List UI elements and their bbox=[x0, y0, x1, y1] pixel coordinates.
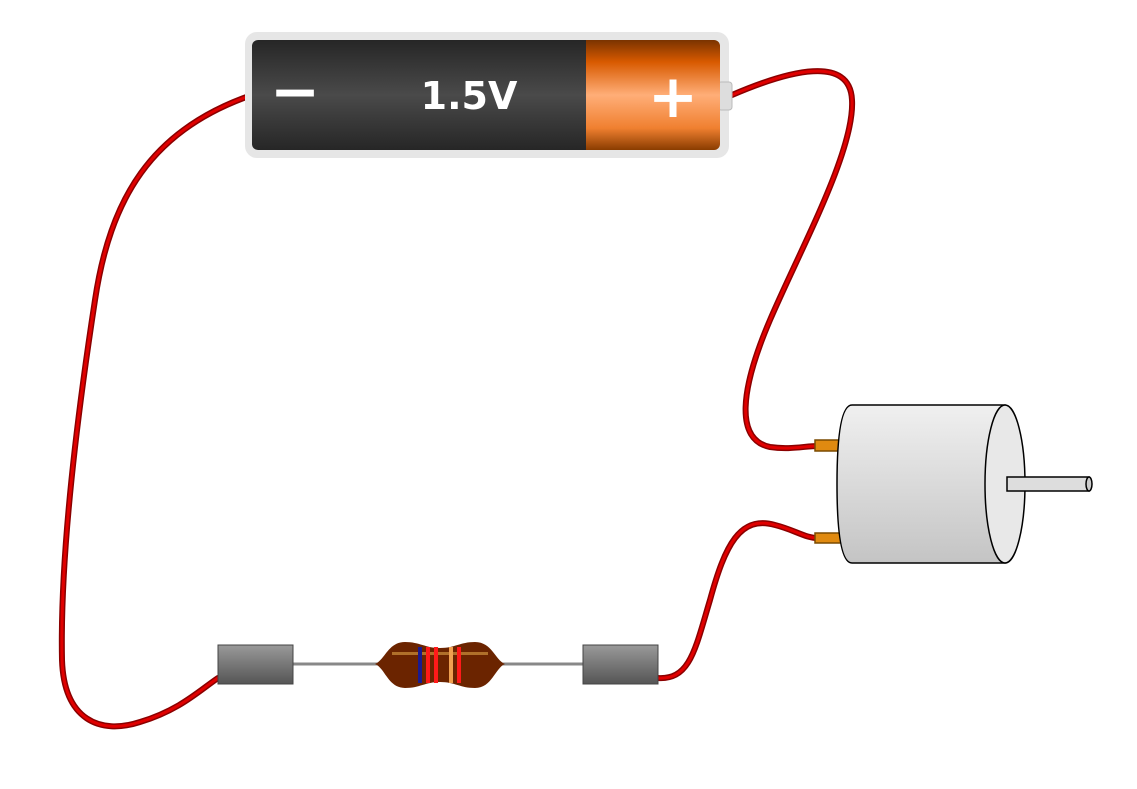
resistor-band bbox=[426, 647, 430, 683]
resistor-band bbox=[457, 647, 461, 683]
resistor-bands bbox=[418, 647, 461, 683]
battery-nub bbox=[717, 81, 733, 111]
wires bbox=[58, 68, 856, 730]
resistor-body bbox=[375, 642, 505, 688]
wire-resistor-to-motor bbox=[655, 520, 821, 682]
wire-battery-negative-to-resistor bbox=[58, 92, 255, 730]
motor-body bbox=[836, 404, 1006, 564]
battery-negative-label: − bbox=[270, 57, 320, 127]
motor-shaft bbox=[1006, 476, 1090, 492]
clamp-right bbox=[582, 644, 659, 685]
motor bbox=[814, 404, 1093, 564]
battery-body bbox=[252, 40, 592, 150]
resistor-band bbox=[449, 647, 453, 683]
resistor-band bbox=[418, 647, 422, 683]
battery-cap bbox=[586, 40, 720, 150]
battery: − 1.5V + bbox=[245, 32, 733, 158]
wire-battery-positive-to-motor bbox=[729, 68, 856, 452]
clamp-left bbox=[217, 644, 294, 685]
battery-positive-label: + bbox=[648, 62, 698, 132]
battery-voltage-label: 1.5V bbox=[421, 74, 518, 118]
resistor-band bbox=[434, 647, 438, 683]
resistor-assembly bbox=[217, 642, 659, 688]
